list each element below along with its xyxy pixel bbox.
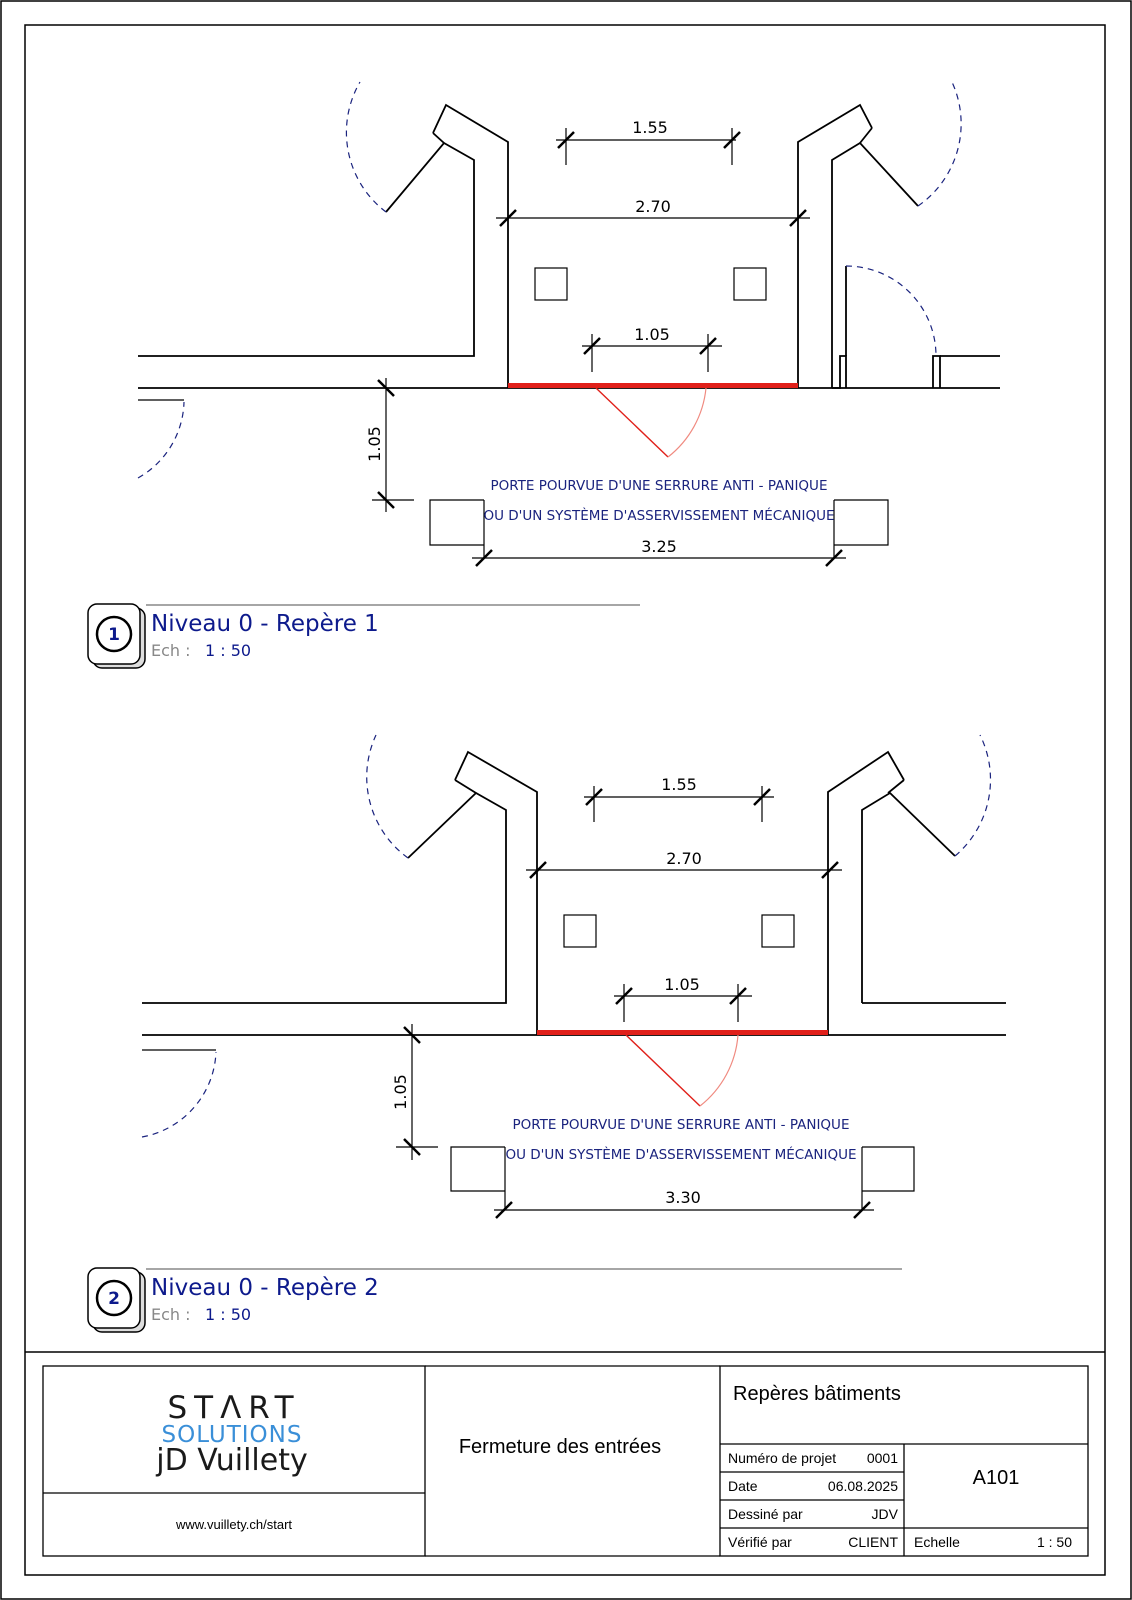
right-wing-wall-inner	[861, 791, 956, 1003]
view-2-scale-value: 1 : 50	[205, 1305, 251, 1324]
door-note-line1: PORTE POURVUE D'UNE SERRURE ANTI - PANIQ…	[513, 1117, 850, 1133]
logo-vuillety: jD Vuillety	[155, 1443, 307, 1478]
view-1-plan: 1.55 2.70 1.05 1.05 3.25	[137, 81, 1000, 567]
dim-outer-label: 3.30	[665, 1188, 701, 1207]
view-2-plan: 1.55 2.70 1.05 1.05 3.30	[141, 734, 1006, 1219]
left-wing-wall	[142, 791, 507, 1004]
column-right	[733, 267, 767, 301]
right-wing-door-swing	[954, 734, 992, 857]
entrance-door-leaf	[625, 1034, 701, 1107]
view-2-scale-label: Ech :	[151, 1305, 191, 1324]
row-project-value: 0001	[867, 1450, 898, 1466]
row-project-label: Numéro de projet	[728, 1450, 836, 1466]
inner-border	[24, 24, 1106, 1576]
sheet-title: Repères bâtiments	[733, 1383, 901, 1405]
dim-depth-label: 1.05	[365, 426, 384, 462]
entrance-door-leaf	[595, 387, 669, 458]
dim-door-label: 1.05	[634, 325, 670, 344]
left-wing-wall-outer	[432, 103, 509, 388]
left-wing-door-swing	[345, 81, 387, 213]
right-wing-wall	[827, 750, 905, 1035]
view-1-label: 1 Niveau 0 - Repère 1 Ech : 1 : 50	[87, 603, 640, 669]
left-building-door-swing	[137, 401, 185, 479]
dim-outer: 3.30	[494, 1188, 874, 1219]
left-wing-wall	[138, 141, 475, 357]
right-wing-wall	[797, 103, 873, 388]
view-1-scale-label: Ech :	[151, 641, 191, 660]
view-2-title: Niveau 0 - Repère 2	[151, 1275, 379, 1301]
row-date-value: 06.08.2025	[828, 1478, 898, 1494]
view-1-scale-value: 1 : 50	[205, 641, 251, 660]
dim-width: 2.70	[496, 197, 810, 227]
pillar-left	[429, 499, 484, 546]
drawing-subject: Fermeture des entrées	[459, 1436, 661, 1458]
row-checked-value: CLIENT	[848, 1534, 898, 1550]
dim-door-label: 1.05	[664, 975, 700, 994]
view-2-number: 2	[108, 1289, 120, 1309]
door-note-line2: OU D'UN SYSTÈME D'ASSERVISSEMENT MÉCANIQ…	[483, 507, 834, 524]
left-building-door-swing	[141, 1051, 217, 1138]
right-wing-jamb	[887, 779, 905, 794]
left-wing-wall-outer	[454, 750, 538, 1035]
logo-start: STΛRT	[167, 1390, 300, 1426]
row-drawn-label: Dessiné par	[728, 1506, 803, 1522]
logo-cell	[42, 1365, 426, 1557]
dim-top-label: 1.55	[661, 775, 697, 794]
entrance-door-frame	[508, 383, 798, 388]
right-room-wall-2	[932, 355, 941, 388]
dim-door: 1.05	[582, 325, 722, 372]
entrance-door-swing	[699, 1034, 739, 1107]
view-2-label: 2 Niveau 0 - Repère 2 Ech : 1 : 50	[87, 1267, 902, 1333]
dim-outer-label: 3.25	[641, 537, 677, 556]
pillar-right	[862, 1146, 915, 1192]
left-wing-jamb	[432, 132, 445, 144]
dim-door: 1.05	[614, 975, 752, 1022]
right-door-swing	[845, 265, 937, 357]
right-wing-wall-inner	[831, 141, 919, 388]
view-1-number: 1	[108, 625, 120, 645]
row-date-label: Date	[728, 1478, 758, 1494]
right-wing-door-swing	[917, 81, 962, 207]
dim-width-label: 2.70	[666, 849, 702, 868]
title-block: STΛRT SOLUTIONS jD Vuillety www.vuillety…	[42, 1365, 1089, 1557]
dim-width: 2.70	[526, 849, 842, 879]
door-note-line1: PORTE POURVUE D'UNE SERRURE ANTI - PANIQ…	[491, 478, 828, 494]
column-left	[534, 267, 568, 301]
dim-top: 1.55	[556, 118, 741, 165]
dim-depth-label: 1.05	[391, 1074, 410, 1110]
website-url: www.vuillety.ch/start	[175, 1517, 292, 1532]
entrance-door-swing	[667, 387, 707, 458]
row-drawn-value: JDV	[872, 1506, 899, 1522]
dim-top: 1.55	[584, 775, 774, 822]
column-right	[761, 914, 795, 948]
dim-top-label: 1.55	[632, 118, 668, 137]
dim-outer: 3.25	[472, 537, 846, 567]
left-wing-jamb	[454, 779, 477, 794]
right-wing-jamb	[859, 127, 873, 144]
logo-solutions: SOLUTIONS	[162, 1422, 303, 1448]
scale-value: 1 : 50	[1037, 1534, 1072, 1550]
sheet-number: A101	[973, 1467, 1020, 1489]
entrance-door-frame	[537, 1030, 828, 1035]
door-note-line2: OU D'UN SYSTÈME D'ASSERVISSEMENT MÉCANIQ…	[505, 1146, 856, 1163]
scale-label: Echelle	[914, 1534, 960, 1550]
column-left	[563, 914, 597, 948]
row-checked-label: Vérifié par	[728, 1534, 792, 1550]
pillar-left	[450, 1146, 505, 1192]
pillar-right	[834, 499, 889, 546]
right-room-wall	[832, 355, 847, 389]
dim-depth: 1.05	[365, 378, 414, 512]
dim-depth: 1.05	[391, 1024, 438, 1160]
left-wing-door-swing	[366, 734, 409, 859]
view-1-title: Niveau 0 - Repère 1	[151, 611, 379, 637]
dim-width-label: 2.70	[635, 197, 671, 216]
